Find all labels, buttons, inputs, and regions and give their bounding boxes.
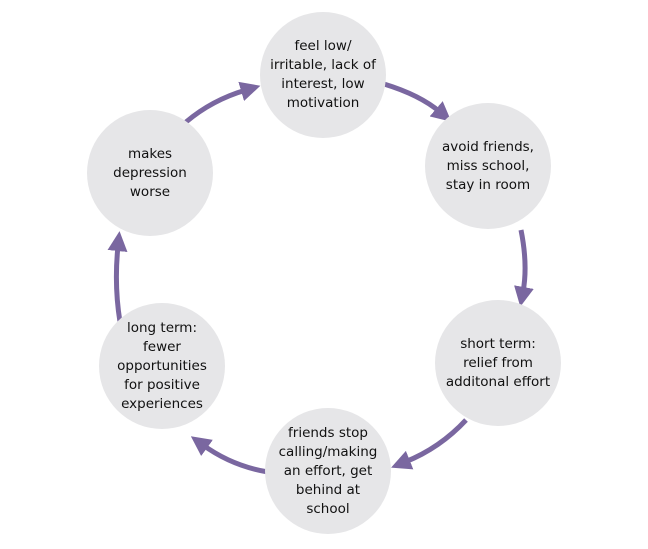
node-makes-worse: makes depression worse: [87, 110, 213, 236]
node-friends-stop-calling: friends stop calling/making an effort, g…: [265, 408, 391, 534]
arrow-5: [107, 231, 128, 323]
arrow-1: [383, 81, 452, 122]
arrow-4: [190, 436, 269, 475]
arrow-3: [391, 418, 468, 470]
node-text: friends stop calling/making an effort, g…: [278, 424, 378, 517]
arrow-6: [184, 81, 261, 124]
node-text: makes depression worse: [113, 145, 187, 200]
node-text: long term: fewer opportunities for posit…: [117, 319, 207, 412]
node-text: short term: relief from additonal effort: [445, 335, 551, 390]
node-text: feel low/ irritable, lack of interest, l…: [270, 38, 376, 111]
arrow-2: [514, 229, 534, 307]
node-avoid-friends: avoid friends, miss school, stay in room: [425, 103, 551, 229]
node-text: avoid friends, miss school, stay in room: [442, 138, 534, 193]
node-feel-low: feel low/ irritable, lack of interest, l…: [260, 12, 386, 138]
node-short-term-relief: short term: relief from additonal effort: [435, 300, 561, 426]
node-long-term: long term: fewer opportunities for posit…: [99, 303, 225, 429]
